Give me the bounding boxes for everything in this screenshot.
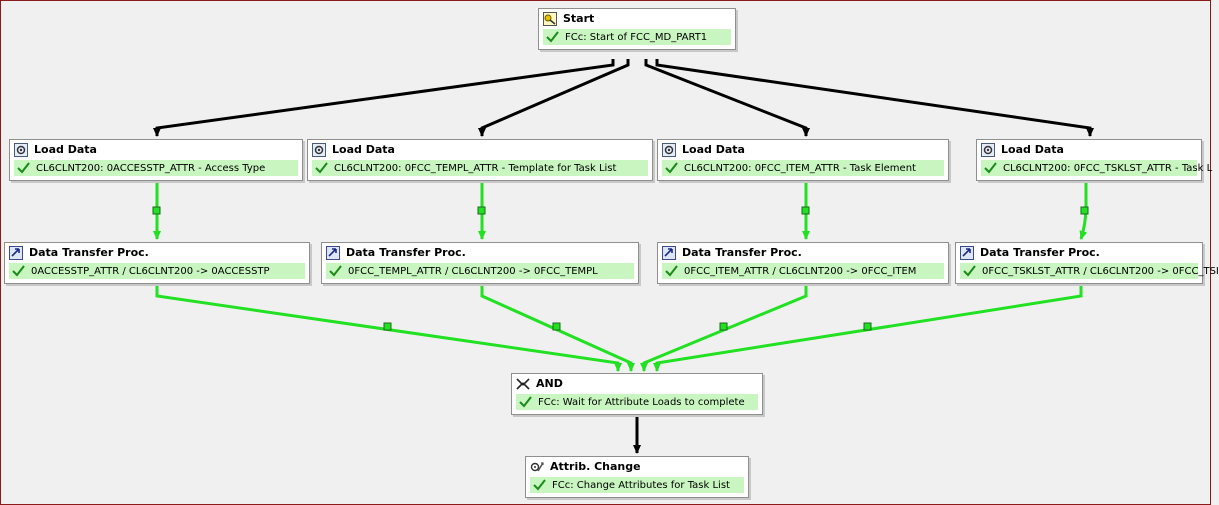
handle-load-dtp-3[interactable] xyxy=(801,206,810,215)
node-and[interactable]: AND FCc: Wait for Attribute Loads to com… xyxy=(511,373,763,415)
data-transfer-icon xyxy=(9,245,23,260)
handle-dtp-and-3[interactable] xyxy=(719,322,728,331)
load-data-icon xyxy=(14,142,28,157)
node-load-data-1-status: CL6CLNT200: 0ACCESSTP_ATTR - Access Type xyxy=(14,160,298,176)
node-load-data-1-title: Load Data xyxy=(34,143,97,156)
handle-load-dtp-2[interactable] xyxy=(477,206,486,215)
node-start-status: FCc: Start of FCC_MD_PART1 xyxy=(543,29,731,45)
node-dtp-1-desc: 0ACCESSTP_ATTR / CL6CLNT200 -> 0ACCESSTP xyxy=(31,265,270,277)
node-load-data-3-desc: CL6CLNT200: 0FCC_ITEM_ATTR - Task Elemen… xyxy=(684,162,916,174)
node-dtp-2-title: Data Transfer Proc. xyxy=(346,246,466,259)
node-dtp-1-title: Data Transfer Proc. xyxy=(29,246,149,259)
node-dtp-3[interactable]: Data Transfer Proc. 0FCC_ITEM_ATTR / CL6… xyxy=(657,242,949,284)
handle-load-dtp-1[interactable] xyxy=(152,206,161,215)
node-start[interactable]: Start FCc: Start of FCC_MD_PART1 xyxy=(538,8,736,50)
node-dtp-2-status: 0FCC_TEMPL_ATTR / CL6CLNT200 -> 0FCC_TEM… xyxy=(326,263,634,279)
check-icon xyxy=(315,162,328,174)
node-load-data-3[interactable]: Load Data CL6CLNT200: 0FCC_ITEM_ATTR - T… xyxy=(657,139,949,181)
node-dtp-4-status: 0FCC_TSKLST_ATTR / CL6CLNT200 -> 0FCC_TS… xyxy=(960,263,1219,279)
check-icon xyxy=(329,265,342,277)
node-load-data-2[interactable]: Load Data CL6CLNT200: 0FCC_TEMPL_ATTR - … xyxy=(307,139,653,181)
node-and-status: FCc: Wait for Attribute Loads to complet… xyxy=(516,394,758,410)
node-dtp-2-desc: 0FCC_TEMPL_ATTR / CL6CLNT200 -> 0FCC_TEM… xyxy=(348,265,598,277)
node-load-data-4-status: CL6CLNT200: 0FCC_TSKLST_ATTR - Task L xyxy=(981,160,1212,176)
node-dtp-1[interactable]: Data Transfer Proc. 0ACCESSTP_ATTR / CL6… xyxy=(4,242,310,284)
check-icon xyxy=(984,162,997,174)
node-dtp-4[interactable]: Data Transfer Proc. 0FCC_TSKLST_ATTR / C… xyxy=(955,242,1219,284)
node-load-data-1[interactable]: Load Data CL6CLNT200: 0ACCESSTP_ATTR - A… xyxy=(9,139,303,181)
check-icon xyxy=(12,265,25,277)
node-load-data-2-title: Load Data xyxy=(332,143,395,156)
node-load-data-4-desc: CL6CLNT200: 0FCC_TSKLST_ATTR - Task L xyxy=(1003,162,1213,174)
wire-load-dtp-4[interactable] xyxy=(1079,181,1088,240)
node-load-data-4[interactable]: Load Data CL6CLNT200: 0FCC_TSKLST_ATTR -… xyxy=(976,139,1212,181)
load-data-icon xyxy=(312,142,326,157)
node-dtp-3-status: 0FCC_ITEM_ATTR / CL6CLNT200 -> 0FCC_ITEM xyxy=(662,263,944,279)
connections-start-to-load xyxy=(153,59,1094,137)
node-dtp-2[interactable]: Data Transfer Proc. 0FCC_TEMPL_ATTR / CL… xyxy=(321,242,639,284)
handle-dtp-and-4[interactable] xyxy=(863,322,872,331)
node-load-data-3-status: CL6CLNT200: 0FCC_ITEM_ATTR - Task Elemen… xyxy=(662,160,944,176)
node-dtp-1-status: 0ACCESSTP_ATTR / CL6CLNT200 -> 0ACCESSTP xyxy=(9,263,305,279)
data-transfer-icon xyxy=(326,245,340,260)
node-start-title: Start xyxy=(563,12,595,25)
node-dtp-4-title: Data Transfer Proc. xyxy=(980,246,1100,259)
data-transfer-icon xyxy=(960,245,974,260)
check-icon xyxy=(665,162,678,174)
data-transfer-icon xyxy=(662,245,676,260)
check-icon xyxy=(533,479,546,491)
node-load-data-2-desc: CL6CLNT200: 0FCC_TEMPL_ATTR - Template f… xyxy=(334,162,617,174)
check-icon xyxy=(963,265,976,277)
wire-start-load-1[interactable] xyxy=(153,59,615,137)
node-and-title: AND xyxy=(536,377,563,390)
node-attrib-change-title: Attrib. Change xyxy=(550,460,641,473)
connections-dtp-to-and xyxy=(155,284,1083,372)
handle-dtp-and-1[interactable] xyxy=(383,322,392,331)
handle-dtp-and-2[interactable] xyxy=(552,322,561,331)
handle-load-dtp-4[interactable] xyxy=(1080,206,1089,215)
node-load-data-4-title: Load Data xyxy=(1001,143,1064,156)
wire-start-load-3[interactable] xyxy=(644,59,810,137)
wire-start-load-2[interactable] xyxy=(478,59,630,137)
check-icon xyxy=(519,396,532,408)
node-and-desc: FCc: Wait for Attribute Loads to complet… xyxy=(538,396,745,408)
node-dtp-3-desc: 0FCC_ITEM_ATTR / CL6CLNT200 -> 0FCC_ITEM xyxy=(684,265,917,277)
check-icon xyxy=(546,31,559,43)
load-data-icon xyxy=(662,142,676,157)
node-attrib-change-status: FCc: Change Attributes for Task List xyxy=(530,477,744,493)
check-icon xyxy=(17,162,30,174)
wire-start-load-4[interactable] xyxy=(655,59,1094,137)
connector-handles xyxy=(152,206,1089,331)
node-dtp-4-desc: 0FCC_TSKLST_ATTR / CL6CLNT200 -> 0FCC_TS… xyxy=(982,265,1219,277)
node-attrib-change[interactable]: Attrib. Change FCc: Change Attributes fo… xyxy=(525,456,749,498)
and-icon xyxy=(516,377,530,391)
load-data-icon xyxy=(981,142,995,157)
node-start-desc: FCc: Start of FCC_MD_PART1 xyxy=(565,31,708,43)
start-icon xyxy=(543,11,557,26)
node-dtp-3-title: Data Transfer Proc. xyxy=(682,246,802,259)
node-load-data-2-status: CL6CLNT200: 0FCC_TEMPL_ATTR - Template f… xyxy=(312,160,648,176)
node-load-data-1-desc: CL6CLNT200: 0ACCESSTP_ATTR - Access Type xyxy=(36,162,266,174)
connections-load-to-dtp xyxy=(153,181,1088,240)
check-icon xyxy=(665,265,678,277)
node-attrib-change-desc: FCc: Change Attributes for Task List xyxy=(552,479,730,491)
attrib-change-icon xyxy=(530,460,544,474)
node-load-data-3-title: Load Data xyxy=(682,143,745,156)
